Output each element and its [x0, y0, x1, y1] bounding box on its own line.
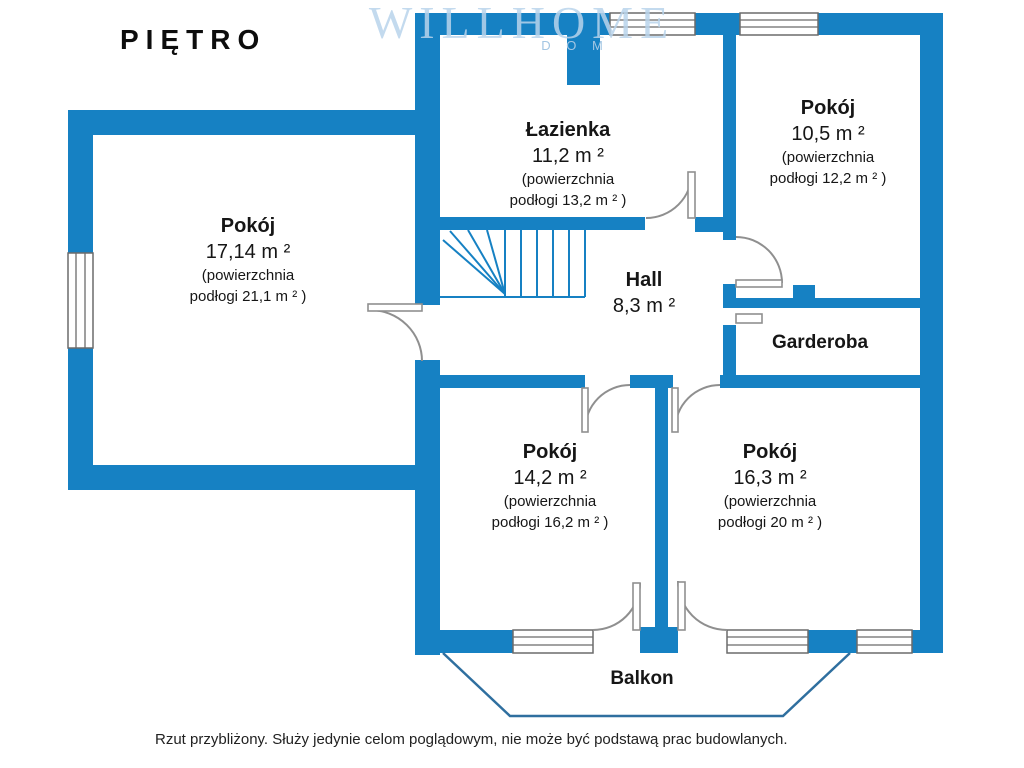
wall-segment: [630, 375, 673, 388]
doors: [367, 171, 783, 631]
room-label-pokoj-dolny-lewy: Pokój 14,2 m ² (powierzchnia podłogi 16,…: [492, 440, 609, 533]
wall-segment: [655, 388, 668, 630]
window: [739, 12, 819, 36]
room-name: Pokój: [742, 441, 798, 463]
door: [677, 580, 728, 631]
wall-segment: [723, 325, 736, 375]
page-title: PIĘTRO: [120, 24, 267, 55]
window: [856, 629, 913, 654]
wall-segment: [920, 13, 943, 653]
wall-pier: [793, 285, 815, 308]
room-name: Pokój: [800, 97, 856, 119]
room-name: Pokój: [522, 441, 578, 463]
door: [592, 582, 641, 631]
wall-segment: [640, 627, 678, 653]
watermark-subtext: D O M: [541, 38, 609, 53]
disclaimer-text: Rzut przybliżony. Służy jedynie celom po…: [155, 731, 788, 748]
wall-segment: [415, 630, 513, 653]
balcony-outline: [442, 652, 851, 718]
window: [726, 629, 809, 654]
room-floor-area: podłogi 13,2 m ² ): [509, 192, 627, 209]
window: [67, 252, 94, 349]
wall-segment: [912, 630, 943, 653]
wall-segment: [68, 110, 415, 135]
door: [367, 303, 423, 362]
room-name: Łazienka: [525, 119, 611, 141]
room-floor-area: (powierzchnia: [723, 493, 817, 510]
wall-segment: [415, 13, 610, 35]
chimney: [567, 35, 600, 85]
wall-segment: [808, 630, 857, 653]
room-floor-area: (powierzchnia: [521, 171, 615, 188]
room-label-lazienka: Łazienka 11,2 m ² (powierzchnia podłogi …: [510, 118, 627, 211]
room-floor-area: (powierzchnia: [781, 149, 875, 166]
wall-segment: [720, 375, 920, 388]
room-floor-area: podłogi 21,1 m ² ): [189, 288, 307, 305]
room-area: 14,2 m ²: [513, 467, 587, 489]
room-area: 17,14 m ²: [205, 241, 291, 263]
room-floor-area: (powierzchnia: [503, 493, 597, 510]
room-label-pokoj-dolny-prawy: Pokój 16,3 m ² (powierzchnia podłogi 20 …: [718, 440, 822, 533]
door: [735, 236, 783, 288]
room-area: 16,3 m ²: [733, 467, 807, 489]
wall-segment: [818, 13, 943, 35]
room-label-garderoba: Garderoba: [772, 330, 868, 355]
wall-segment: [723, 284, 736, 308]
room-label-hall: Hall 8,3 m ²: [613, 268, 675, 319]
wall-segment: [695, 13, 740, 35]
wall-segment: [440, 217, 645, 230]
door: [581, 384, 631, 433]
room-floor-area: podłogi 20 m ² ): [717, 514, 823, 531]
room-area: 8,3 m ²: [612, 295, 676, 317]
room-floor-area: (powierzchnia: [201, 267, 295, 284]
stairs: [440, 229, 586, 298]
walls: [68, 13, 943, 655]
door: [671, 384, 721, 433]
window: [609, 12, 696, 36]
wall-segment: [736, 298, 920, 308]
room-name: Garderoba: [771, 332, 869, 353]
room-label-balkon: Balkon: [610, 666, 673, 691]
room-name: Balkon: [610, 668, 674, 689]
room-name: Hall: [625, 269, 663, 291]
window: [512, 629, 594, 654]
room-floor-area: podłogi 16,2 m ² ): [491, 514, 609, 531]
wall-segment: [68, 465, 433, 490]
wall-segment: [415, 360, 440, 655]
wall-segment: [440, 375, 585, 388]
room-name: Pokój: [220, 215, 276, 237]
room-area: 11,2 m ²: [532, 145, 604, 167]
wall-segment: [723, 35, 736, 240]
door: [645, 171, 696, 219]
windows: [67, 12, 913, 654]
room-floor-area: podłogi 12,2 m ² ): [769, 170, 887, 187]
garderoba-opening: [735, 313, 763, 324]
room-label-pokoj-gorny: Pokój 10,5 m ² (powierzchnia podłogi 12,…: [770, 96, 887, 189]
room-area: 10,5 m ²: [791, 123, 865, 145]
wall-segment: [415, 13, 440, 305]
watermark-logo: WILLHOME: [368, 0, 676, 48]
room-label-pokoj-lewy: Pokój 17,14 m ² (powierzchnia podłogi 21…: [190, 214, 307, 307]
